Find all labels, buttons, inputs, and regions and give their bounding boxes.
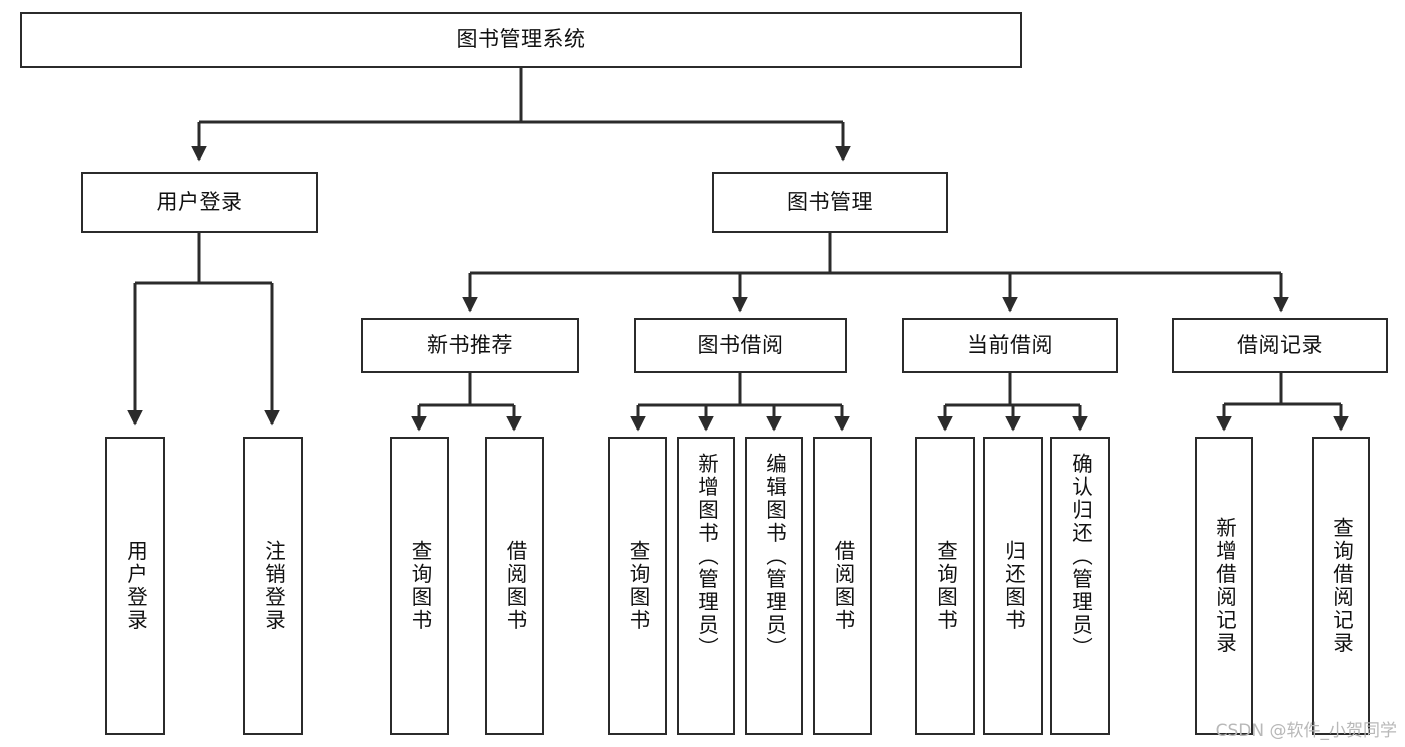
node-new-book-rec-label: 新书推荐 [427,332,513,357]
csdn-watermark: CSDN @软件_小贺同学 [1215,721,1397,741]
node-leaf-add-record[interactable]: 新增借阅记录 [1195,437,1253,735]
node-borrow-record[interactable]: 借阅记录 [1172,318,1388,373]
node-new-book-rec[interactable]: 新书推荐 [361,318,579,373]
node-leaf-query-book-1[interactable]: 查询图书 [390,437,449,735]
node-book-borrow-label: 图书借阅 [697,332,784,357]
node-user-login-label: 用户登录 [156,189,243,214]
node-leaf-confirm-return-label: 确认归还（管理员） [1068,453,1093,660]
node-leaf-borrow-book-1[interactable]: 借阅图书 [485,437,544,735]
node-leaf-user-login[interactable]: 用户登录 [105,437,165,735]
node-current-borrow[interactable]: 当前借阅 [902,318,1118,373]
node-leaf-add-book-label: 新增图书（管理员） [694,453,719,660]
node-root-label: 图书管理系统 [456,27,586,52]
node-root[interactable]: 图书管理系统 [20,12,1022,68]
node-leaf-query-record[interactable]: 查询借阅记录 [1312,437,1370,735]
node-leaf-query-book-3[interactable]: 查询图书 [915,437,975,735]
node-leaf-logout-label: 注销登录 [261,540,286,632]
node-leaf-borrow-book-1-label: 借阅图书 [502,540,527,632]
node-leaf-add-book[interactable]: 新增图书（管理员） [677,437,735,735]
node-borrow-record-label: 借阅记录 [1237,332,1323,357]
node-leaf-borrow-book-2-label: 借阅图书 [830,540,855,632]
node-leaf-edit-book-label: 编辑图书（管理员） [762,453,787,660]
node-current-borrow-label: 当前借阅 [967,332,1053,357]
node-book-borrow[interactable]: 图书借阅 [634,318,847,373]
node-leaf-edit-book[interactable]: 编辑图书（管理员） [745,437,803,735]
node-leaf-borrow-book-2[interactable]: 借阅图书 [813,437,872,735]
node-leaf-return-book-label: 归还图书 [1001,540,1026,632]
node-leaf-query-book-2[interactable]: 查询图书 [608,437,667,735]
node-leaf-query-book-1-label: 查询图书 [407,540,432,632]
node-book-manage-label: 图书管理 [787,189,873,214]
node-user-login[interactable]: 用户登录 [81,172,318,233]
node-leaf-query-book-2-label: 查询图书 [625,540,650,632]
node-leaf-add-record-label: 新增借阅记录 [1212,517,1237,655]
node-leaf-logout[interactable]: 注销登录 [243,437,303,735]
node-leaf-return-book[interactable]: 归还图书 [983,437,1043,735]
node-book-manage[interactable]: 图书管理 [712,172,948,233]
node-leaf-query-book-3-label: 查询图书 [933,540,958,632]
node-leaf-query-record-label: 查询借阅记录 [1329,517,1354,655]
node-leaf-user-login-label: 用户登录 [123,540,148,632]
node-leaf-confirm-return[interactable]: 确认归还（管理员） [1050,437,1110,735]
